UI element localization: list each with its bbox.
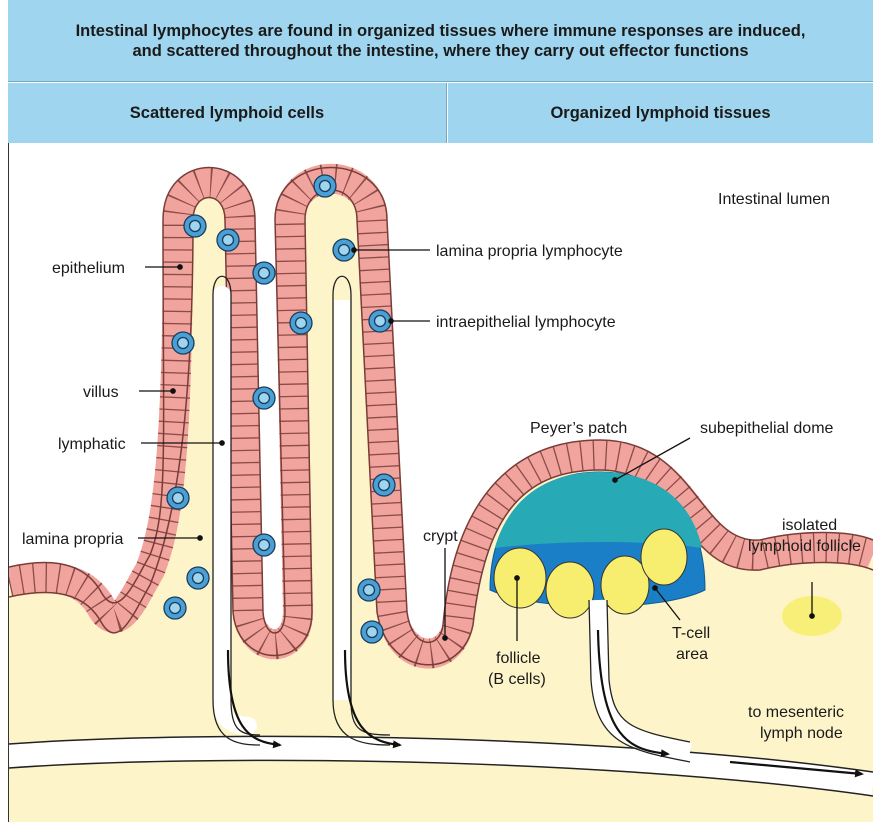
label-lymph-node: lymph node bbox=[760, 725, 843, 742]
label-b-cells: (B cells) bbox=[488, 671, 546, 688]
lymphocyte bbox=[253, 534, 275, 556]
label-lymphatic: lymphatic bbox=[58, 436, 126, 453]
tissue-body bbox=[9, 193, 873, 822]
label-t-cell-area: area bbox=[676, 646, 708, 663]
lymphocyte bbox=[184, 215, 206, 237]
label-lymphoid-follicle: lymphoid follicle bbox=[748, 538, 861, 555]
lymphocyte bbox=[290, 312, 312, 334]
b-cell-follicle bbox=[494, 548, 546, 608]
lymphocyte bbox=[253, 262, 275, 284]
lymphocyte bbox=[358, 579, 380, 601]
label-villus: villus bbox=[83, 384, 119, 401]
label-isolated: isolated bbox=[782, 517, 837, 534]
b-cell-follicle bbox=[641, 529, 687, 585]
label-intraepithelial-lymphocyte: intraepithelial lymphocyte bbox=[436, 314, 616, 331]
label-peyers-patch: Peyer’s patch bbox=[530, 420, 627, 437]
lymphocyte bbox=[361, 621, 383, 643]
label-lamina-propria-lymphocyte: lamina propria lymphocyte bbox=[436, 243, 623, 260]
lymphocyte bbox=[373, 474, 395, 496]
lymphocyte bbox=[369, 310, 391, 332]
label-t-cell: T-cell bbox=[672, 625, 710, 642]
lymphocyte bbox=[167, 487, 189, 509]
b-cell-follicle bbox=[546, 562, 594, 618]
label-lamina-propria: lamina propria bbox=[22, 531, 123, 548]
label-to-mesenteric: to mesenteric bbox=[748, 704, 844, 721]
lymphocyte bbox=[172, 332, 194, 354]
label-epithelium: epithelium bbox=[52, 260, 125, 277]
label-crypt: crypt bbox=[423, 528, 458, 545]
lymphocyte bbox=[314, 175, 336, 197]
label-follicle: follicle bbox=[496, 650, 541, 667]
label-subepithelial-dome: subepithelial dome bbox=[700, 420, 834, 437]
lymphocyte bbox=[164, 597, 186, 619]
lymphocyte bbox=[217, 229, 239, 251]
label-intestinal-lumen: Intestinal lumen bbox=[718, 191, 830, 208]
lymphocyte bbox=[187, 567, 209, 589]
lymphocyte bbox=[253, 387, 275, 409]
